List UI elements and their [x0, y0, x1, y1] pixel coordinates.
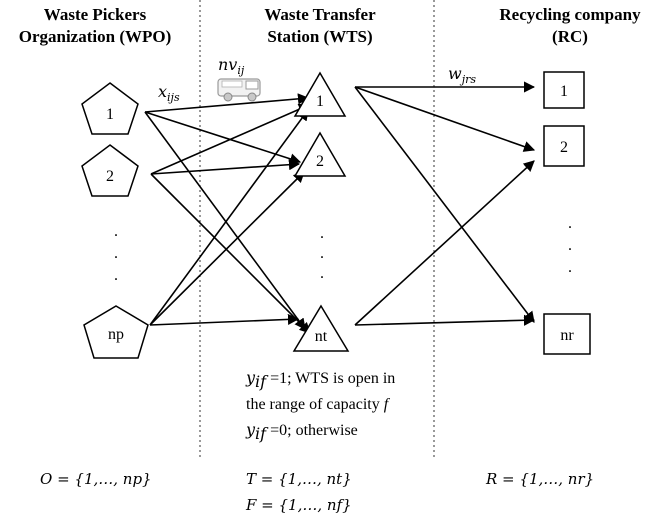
- svg-text:1: 1: [106, 106, 114, 123]
- svg-text:2: 2: [560, 139, 568, 156]
- svg-text:1: 1: [560, 83, 568, 100]
- wpo-node-1: 1: [81, 82, 139, 135]
- wts-node-2: 2: [293, 131, 347, 177]
- set-R: R = {1,…, nr}: [485, 470, 594, 488]
- wpo-node-np: np: [83, 305, 149, 359]
- edge-wpo1-wts1: [144, 93, 310, 113]
- svg-text:.: .: [568, 237, 572, 254]
- edge-wts1-rcnr: [354, 86, 535, 323]
- header-wts-line1: Waste Transfer: [264, 5, 376, 24]
- svg-text:.: .: [320, 245, 324, 262]
- header-rc-line1: Recycling company: [499, 5, 641, 24]
- wts-node-nt: nt: [292, 304, 350, 352]
- edge-wponp-wts2: [149, 171, 305, 326]
- wpo-ellipsis: . . .: [114, 223, 118, 284]
- rc-node-nr: nr: [543, 313, 591, 355]
- edge-wpo2-wts2: [150, 159, 301, 175]
- svg-text:.: .: [320, 225, 324, 242]
- edge-wpo2-wts1: [150, 103, 311, 175]
- svg-text:np: np: [108, 326, 124, 343]
- edge-wpo1-wtsnt: [144, 111, 306, 330]
- set-O: O = {1,…, np}: [40, 470, 152, 488]
- header-rc-line2: (RC): [552, 27, 588, 46]
- wpo-node-2: 2: [81, 144, 139, 197]
- note-line-3: yif =0; otherwise: [245, 420, 358, 443]
- svg-text:.: .: [568, 215, 572, 232]
- note-line-1: yif =1; WTS is open in: [245, 368, 395, 391]
- svg-text:nr: nr: [560, 327, 574, 344]
- svg-text:2: 2: [106, 168, 114, 185]
- edge-wpo1-wts2: [144, 111, 302, 165]
- svg-text:1: 1: [316, 93, 324, 110]
- edge-wts1-rc2: [354, 86, 536, 152]
- wts-ellipsis: . . .: [320, 225, 324, 282]
- svg-text:.: .: [114, 223, 118, 240]
- svg-text:.: .: [320, 265, 324, 282]
- rc-node-2: 2: [543, 125, 585, 167]
- svg-text:2: 2: [316, 153, 324, 170]
- rc-node-1: 1: [543, 71, 585, 109]
- label-nv-ij: nvij: [218, 55, 245, 77]
- label-x-ijs: xijs: [158, 82, 180, 104]
- header-wpo-line1: Waste Pickers: [44, 5, 147, 24]
- edge-wpo2-wtsnt: [150, 173, 311, 334]
- truck-icon: [217, 78, 261, 102]
- edge-wtsnt-rc2: [354, 160, 535, 326]
- svg-text:.: .: [114, 245, 118, 262]
- set-F: F = {1,…, nf}: [245, 496, 352, 514]
- edge-wtsnt-rcnr: [354, 314, 536, 326]
- wts-open-note: yif =1; WTS is open in the range of capa…: [245, 368, 395, 443]
- svg-text:.: .: [114, 267, 118, 284]
- header-wts-line2: Station (WTS): [267, 27, 372, 46]
- edge-wponp-wts1: [149, 109, 309, 326]
- svg-text:.: .: [568, 259, 572, 276]
- header-wpo-line2: Organization (WPO): [19, 27, 172, 46]
- wts-node-1: 1: [293, 71, 347, 117]
- svg-text:nt: nt: [315, 328, 328, 345]
- rc-ellipsis: . . .: [568, 215, 572, 276]
- note-line-2: the range of capacity f: [246, 396, 391, 413]
- label-w-jrs: wjrs: [448, 64, 476, 86]
- set-T: T = {1,…, nt}: [246, 470, 352, 488]
- edge-wponp-wtsnt: [149, 313, 300, 326]
